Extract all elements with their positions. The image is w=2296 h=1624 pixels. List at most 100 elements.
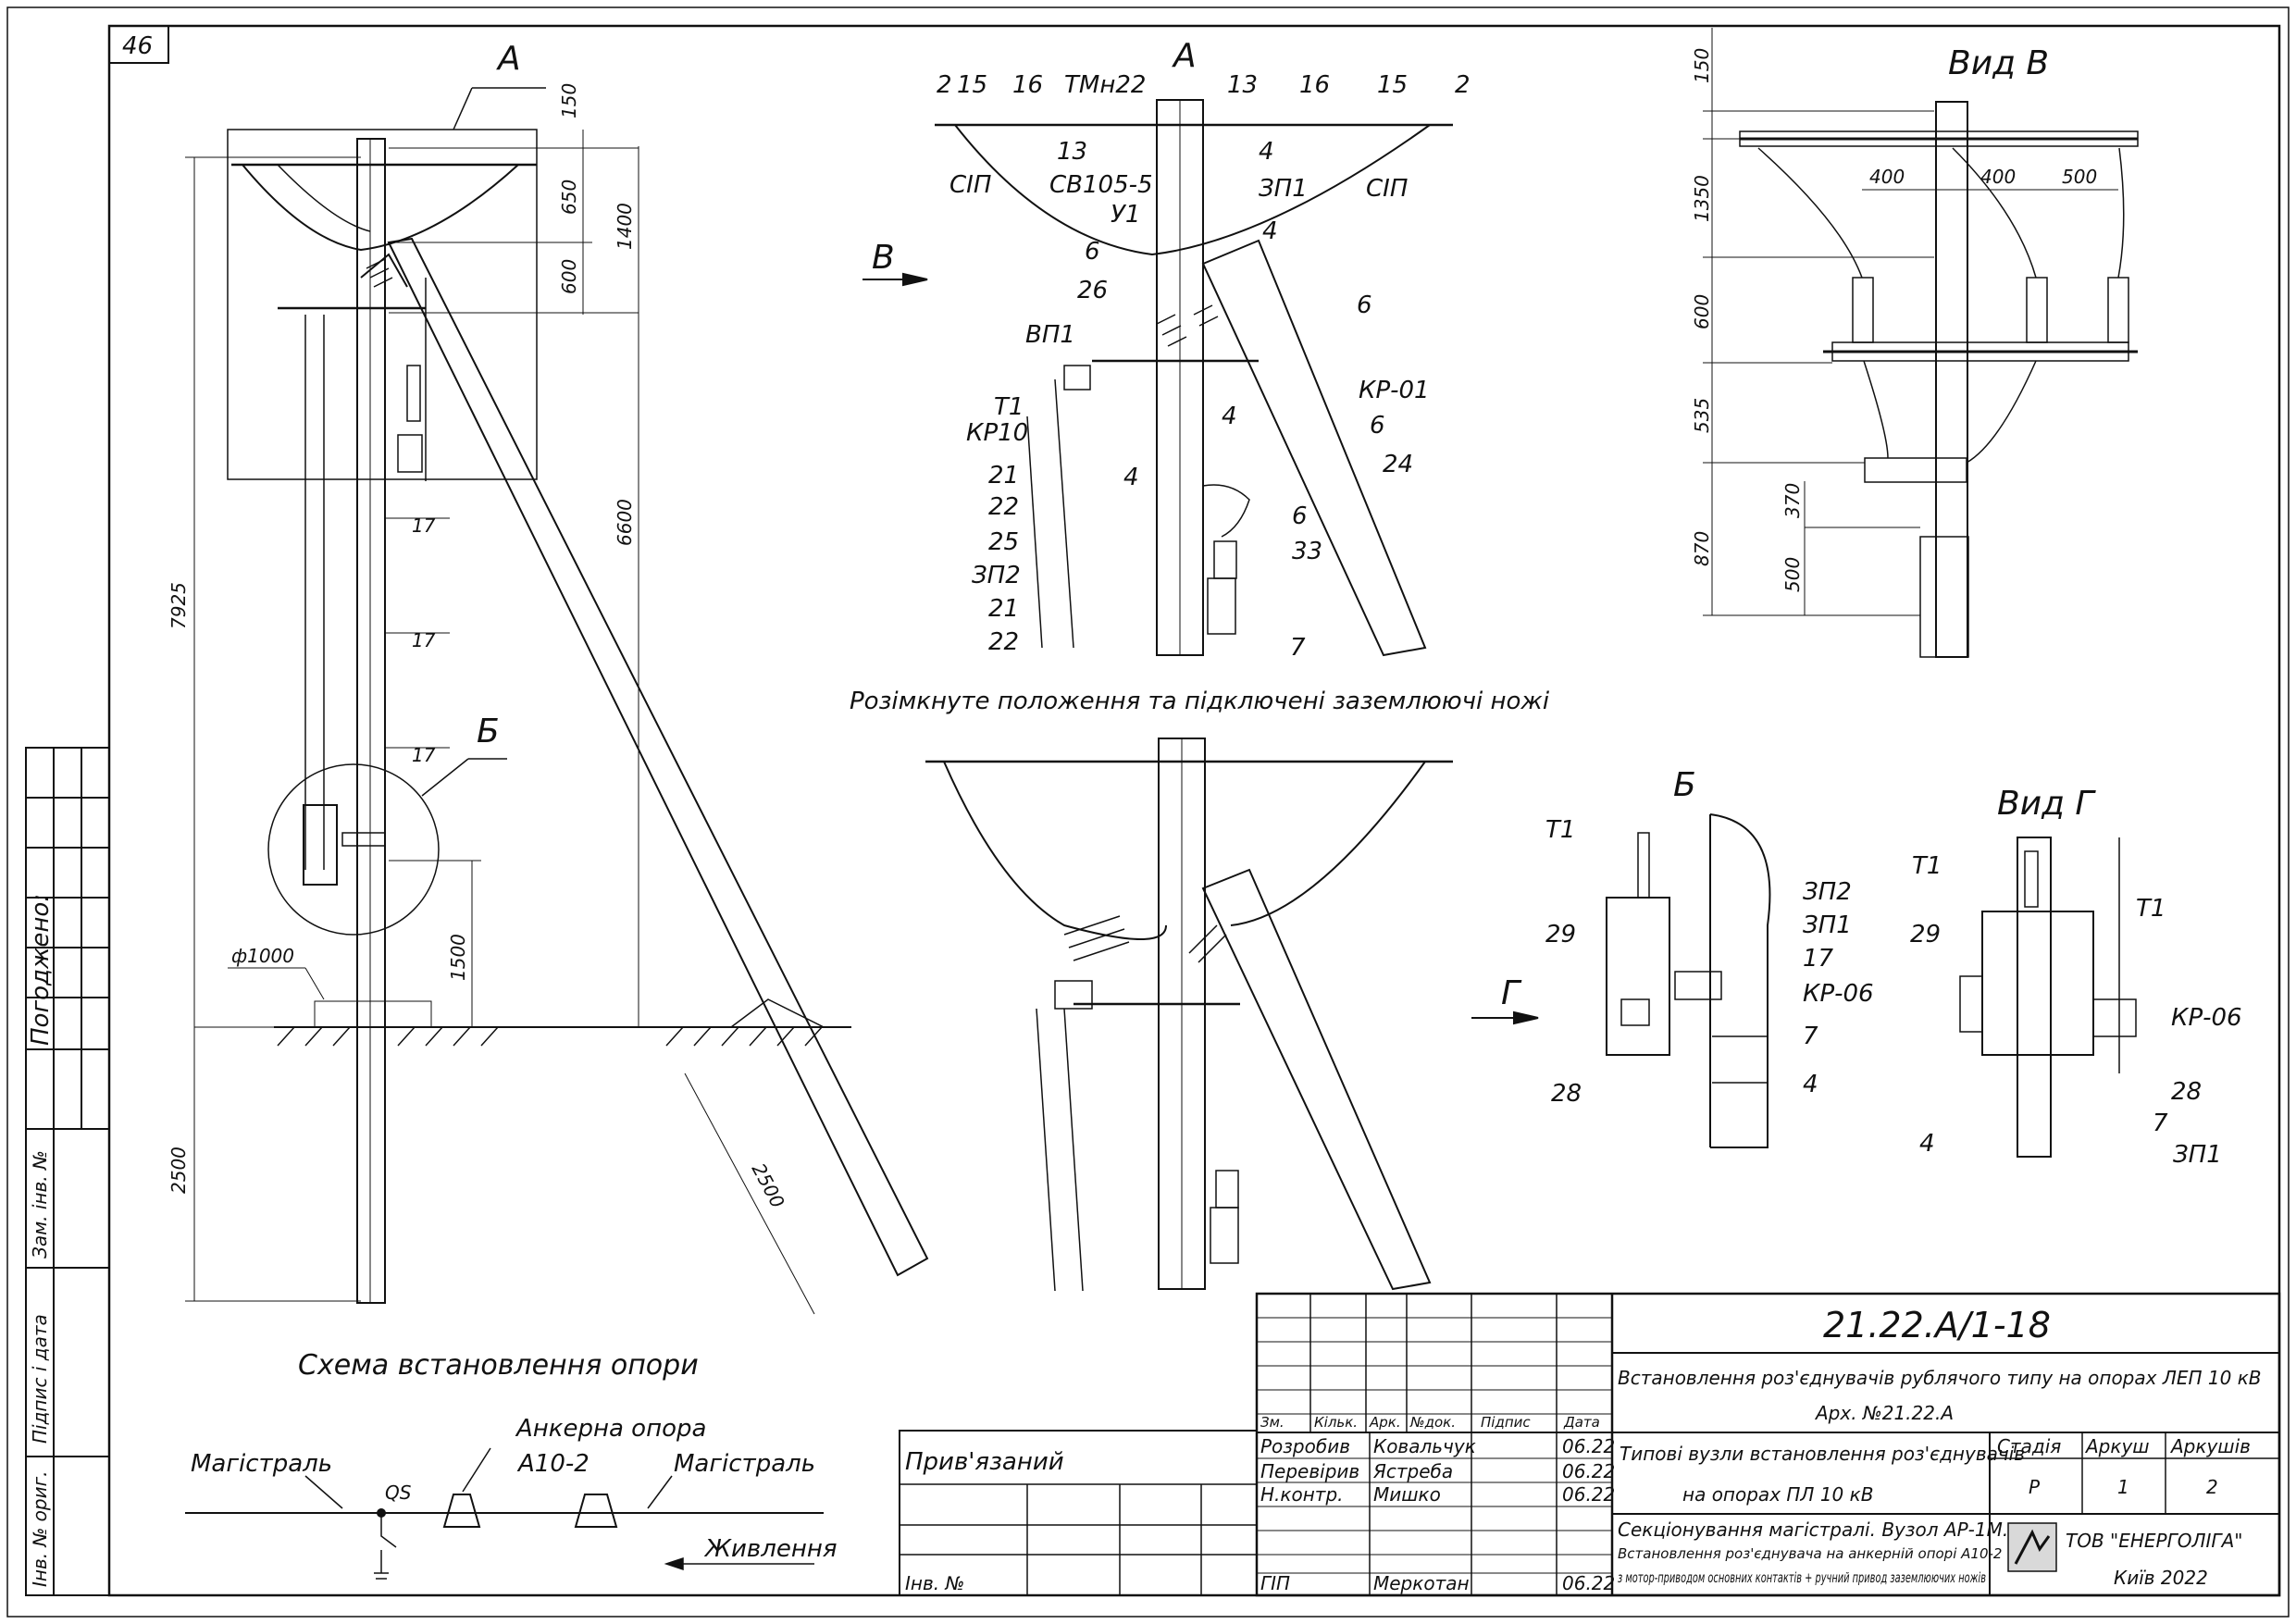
vg-callout-t1-left: Т1 — [1912, 852, 1942, 880]
archive-number: Арх. №21.22.А — [1814, 1402, 1954, 1424]
desc-line-3: з мотор-приводом основних контактів + ру… — [1618, 1569, 1986, 1586]
va-callout-6-left: 6 — [1085, 238, 1100, 266]
vb-dim-400-right: 400 — [1980, 166, 2016, 188]
tb-header-sheet: Арк. — [1369, 1414, 1401, 1431]
desc-line-1: Секціонування магістралі. Вузол АР-1М. — [1618, 1519, 2008, 1541]
tb-stage-value: Р — [2029, 1476, 2041, 1498]
dim-600: 600 — [558, 259, 580, 294]
db-callout-17: 17 — [1803, 945, 1834, 973]
view-g-arrow — [1471, 1010, 1539, 1025]
tb-role-developer: Розробив — [1260, 1435, 1350, 1457]
view-a: А — [935, 37, 1453, 657]
db-callout-28: 28 — [1551, 1080, 1582, 1108]
tb-name-normcontrol: Мишко — [1373, 1483, 1441, 1506]
tb-date-gip: 06.22 — [1562, 1572, 1615, 1594]
dim-2500-vertical: 2500 — [168, 1147, 190, 1194]
title-block — [899, 1292, 2281, 1597]
va-callout-vp1: ВП1 — [1025, 321, 1075, 349]
side-stamp: Погоджено: Зам. інв. № Підпис і дата Інв… — [25, 747, 110, 1596]
va-callout-4-lower: 4 — [1222, 403, 1237, 430]
vb-dim-870: 870 — [1691, 531, 1713, 566]
tb-sheet-header: Аркуш — [2084, 1435, 2150, 1457]
vb-dim-370: 370 — [1781, 483, 1804, 518]
tb-header-change: Зм. — [1260, 1414, 1285, 1431]
section-title-line-2: на опорах ПЛ 10 кВ — [1682, 1483, 1873, 1506]
va-callout-22-top: 22 — [988, 493, 1019, 521]
strut-pole — [387, 237, 929, 1277]
side-label-agreed: Погоджено: — [27, 894, 55, 1046]
va-callout-4-bottom: 4 — [1123, 464, 1139, 491]
side-label-ref-no: Зам. інв. № — [29, 1150, 51, 1258]
va-callout-26: 26 — [1077, 277, 1108, 304]
va-callout-24: 24 — [1383, 451, 1413, 478]
vg-callout-29: 29 — [1910, 921, 1941, 948]
vb-dim-1350: 1350 — [1691, 175, 1713, 222]
detail-a-label-left: А — [496, 40, 521, 78]
vg-callout-t1-right: Т1 — [2136, 895, 2166, 923]
db-callout-29: 29 — [1545, 921, 1576, 948]
detail-a-frame — [227, 129, 538, 480]
va-callout-sip-left: СІП — [949, 171, 991, 199]
callout-17-c: 17 — [412, 744, 436, 766]
vg-callout-28: 28 — [2171, 1078, 2202, 1106]
view-b-arrow-label: В — [872, 239, 895, 277]
va-callout-tmn22: ТМн22 — [1064, 71, 1146, 99]
dim-150: 150 — [558, 83, 580, 118]
tb-name-gip: Меркотан — [1373, 1572, 1470, 1594]
schematic-supply: Живлення — [703, 1535, 837, 1563]
project-title: Встановлення роз'єднувачів рублячого тип… — [1618, 1367, 2262, 1389]
vg-callout-7: 7 — [2153, 1110, 2168, 1137]
side-label-orig-no: Інв. № ориг. — [29, 1471, 51, 1587]
schematic-main-left: Магістраль — [191, 1450, 332, 1478]
dim-7925: 7925 — [168, 582, 190, 629]
va-callout-u1: У1 — [1111, 201, 1140, 229]
main-title: Схема встановлення опори — [298, 1349, 699, 1382]
va-callout-t1: Т1 — [994, 393, 1024, 421]
view-g-title: Вид Г — [1997, 785, 2096, 823]
va-callout-zp2: ЗП2 — [972, 562, 1021, 589]
page-number: 46 — [122, 32, 153, 60]
dim-6600: 6600 — [614, 499, 636, 546]
drawing-code: 21.22.А/1-18 — [1823, 1305, 2051, 1345]
va-callout-zp1: ЗП1 — [1259, 175, 1308, 203]
va-callout-7: 7 — [1290, 634, 1306, 662]
vg-callout-4: 4 — [1919, 1130, 1935, 1158]
db-callout-4: 4 — [1803, 1071, 1818, 1098]
dim-2500-strut: 2500 — [748, 1159, 789, 1211]
va-callout-4-top: 4 — [1259, 138, 1274, 166]
open-position-view — [925, 738, 1453, 1292]
va-callout-kr10: КР10 — [966, 419, 1028, 447]
schematic-main-right: Магістраль — [674, 1450, 815, 1478]
callout-17-a: 17 — [412, 514, 436, 537]
va-callout-16-left: 16 — [1012, 71, 1043, 99]
desc-line-2: Встановлення роз'єднувача на анкерній оп… — [1618, 1545, 2002, 1562]
view-b-arrow — [863, 272, 928, 287]
vg-callout-kr06: КР-06 — [2171, 1004, 2242, 1032]
va-callout-6-bottom: 6 — [1292, 502, 1308, 530]
company-city: Київ 2022 — [2114, 1567, 2208, 1589]
tb-header-date: Дата — [1563, 1414, 1600, 1431]
va-callout-15-right: 15 — [1377, 71, 1408, 99]
va-callout-13-right: 13 — [1227, 71, 1258, 99]
tb-header-sign: Підпис — [1481, 1414, 1531, 1431]
tb-linked: Прив'язаний — [905, 1448, 1064, 1476]
company-name: ТОВ "ЕНЕРГОЛІГА" — [2066, 1530, 2242, 1552]
vb-dim-500-horizontal: 500 — [2062, 166, 2097, 188]
db-callout-zp1: ЗП1 — [1803, 911, 1852, 939]
dim-650: 650 — [558, 180, 580, 215]
tb-date-developer: 06.22 — [1562, 1435, 1615, 1457]
detail-b-label-left: Б — [477, 713, 500, 750]
vb-dim-150: 150 — [1691, 48, 1713, 83]
va-callout-sv105: СВ105-5 — [1049, 171, 1153, 199]
callout-17-b: 17 — [412, 629, 436, 651]
va-callout-sip-right: СІП — [1366, 175, 1408, 203]
detail-b-circle — [267, 763, 440, 936]
vg-callout-zp1: ЗП1 — [2173, 1141, 2222, 1169]
dim-diameter: ф1000 — [231, 945, 294, 967]
pole-installation-view: А Б 17 17 17 — [168, 40, 929, 1315]
schematic-switch: QS — [385, 1481, 412, 1504]
vb-dim-500-vertical: 500 — [1781, 557, 1804, 592]
va-callout-21-top: 21 — [988, 462, 1019, 490]
open-position-caption: Розімкнуте положення та підключені зазем… — [850, 688, 1550, 715]
